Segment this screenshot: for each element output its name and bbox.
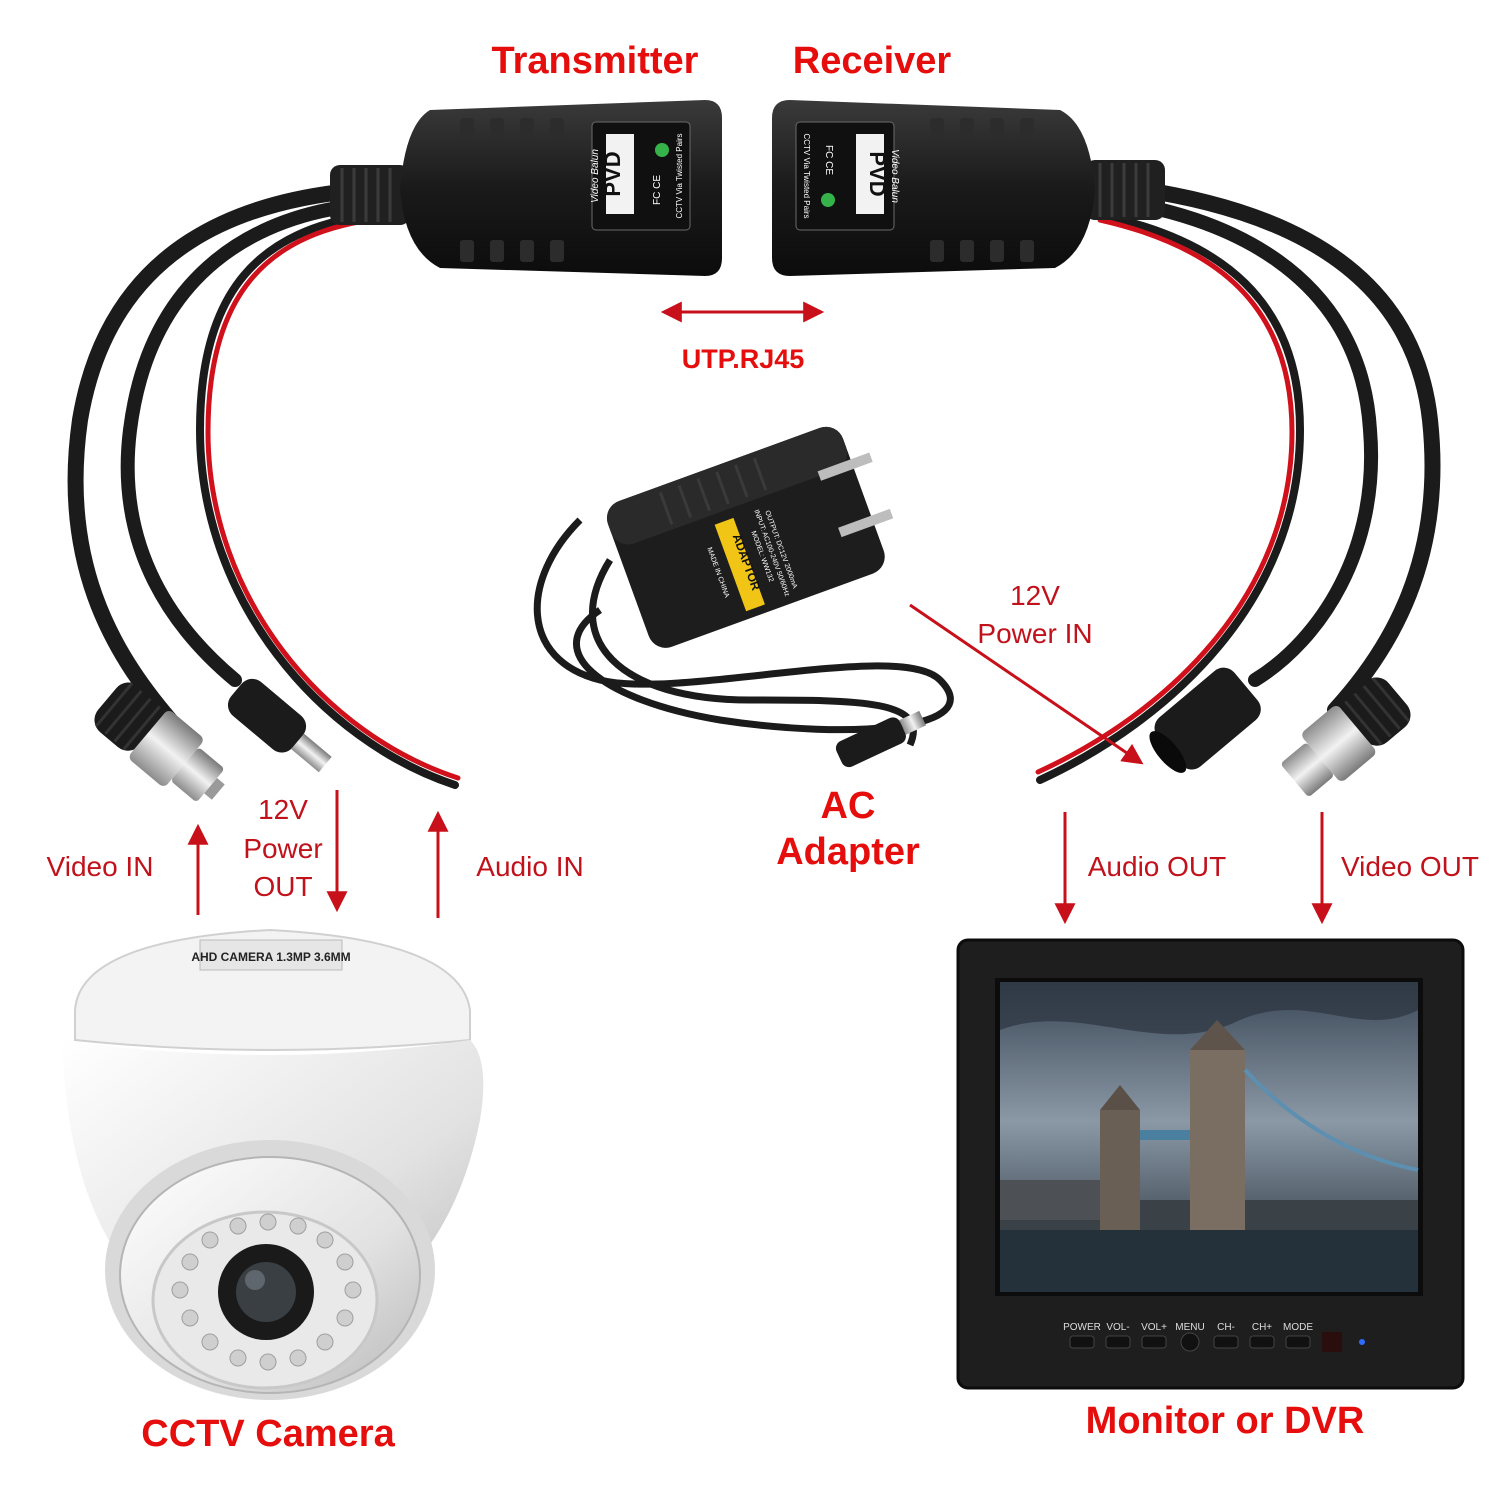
camera-caption: CCTV Camera: [141, 1413, 395, 1455]
receiver-brand: PVD: [865, 151, 890, 196]
utp-link-label: UTP.RJ45: [682, 344, 805, 374]
adapter-label-line1: AC: [821, 785, 876, 827]
monitor-control-buttons: POWER VOL- VOL+ MENU CH- CH+ MODE: [1063, 1322, 1365, 1352]
transmitter-bnc-connector: [94, 682, 225, 801]
receiver-green-logo: [821, 193, 835, 207]
power-in-line2: Power IN: [977, 618, 1092, 649]
transmitter-subtitle-print: CCTV Via Twisted Pairs: [675, 133, 684, 218]
power-in-arrow: [909, 603, 1144, 765]
receiver-balun: PVD Video Balun CCTV Via Twisted Pairs F…: [772, 100, 1095, 276]
power-out-line1: 12V: [258, 794, 308, 825]
transmitter-cables: [67, 182, 461, 789]
cctv-camera: AHD CAMERA 1.3MP 3.6MM: [62, 928, 484, 1400]
adapter-label-line2: Adapter: [776, 831, 920, 873]
monitor-power-led: [1359, 1339, 1365, 1345]
transmitter-dc-plug: [227, 678, 332, 773]
transmitter-marks-print: FC CE: [652, 175, 663, 205]
transmitter-strain-relief: [330, 165, 410, 225]
power-out-line3: OUT: [253, 871, 312, 902]
receiver-title-print: Video Balun: [889, 149, 900, 203]
receiver-bnc-connector: [1281, 677, 1411, 796]
transmitter-power-cable: [120, 198, 367, 687]
receiver-video-cable: [1102, 177, 1441, 718]
receiver-strain-relief: [1085, 160, 1165, 220]
receiver-dc-jack: [1149, 667, 1261, 773]
transmitter-title-print: Video Balun: [590, 149, 601, 203]
monitor-caption: Monitor or DVR: [1086, 1400, 1365, 1442]
video-in-label: Video IN: [47, 851, 154, 882]
receiver-subtitle-print: CCTV Via Twisted Pairs: [802, 133, 811, 218]
power-in-line1: 12V: [1010, 580, 1060, 611]
transmitter-label: Transmitter: [492, 40, 699, 82]
monitor-button-label-vol-down: VOL-: [1106, 1322, 1129, 1333]
monitor-screen-picture: [1000, 982, 1419, 1292]
camera-sticker-text: AHD CAMERA 1.3MP 3.6MM: [191, 950, 350, 964]
transmitter-balun: PVD Video Balun CCTV Via Twisted Pairs F…: [400, 100, 722, 276]
receiver-power-cable: [1103, 193, 1379, 687]
monitor-button-label-ch-up: CH+: [1252, 1322, 1272, 1333]
monitor-button-label-power: POWER: [1063, 1322, 1101, 1333]
camera-ir-leds: [171, 1213, 362, 1371]
transmitter-audio-wire: [195, 211, 459, 789]
monitor-button-label-vol-up: VOL+: [1141, 1322, 1167, 1333]
monitor-button-label-menu: MENU: [1175, 1322, 1204, 1333]
receiver-marks-print: FC CE: [823, 145, 834, 175]
receiver-cables: [1035, 177, 1441, 784]
audio-in-label: Audio IN: [476, 851, 583, 882]
receiver-label: Receiver: [793, 40, 952, 82]
ac-adapter: ADAPTOR MODEL: WW132 INPUT: AC100-240V 5…: [533, 426, 954, 768]
audio-out-label: Audio OUT: [1088, 851, 1227, 882]
video-out-label: Video OUT: [1341, 851, 1479, 882]
power-out-line2: Power: [243, 833, 322, 864]
transmitter-brand: PVD: [600, 151, 625, 196]
transmitter-video-cable: [67, 182, 368, 728]
monitor-button-label-ch-down: CH-: [1217, 1322, 1235, 1333]
transmitter-green-logo: [655, 143, 669, 157]
receiver-audio-wire: [1036, 211, 1305, 784]
monitor: POWER VOL- VOL+ MENU CH- CH+ MODE: [956, 938, 1465, 1390]
monitor-button-label-mode: MODE: [1283, 1322, 1313, 1333]
